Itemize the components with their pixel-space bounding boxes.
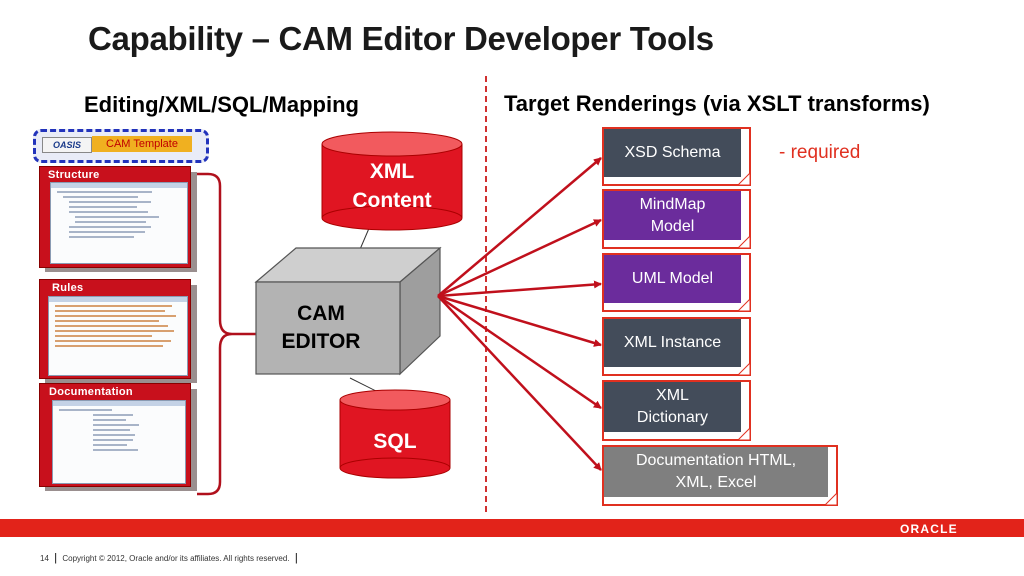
xml-content-cylinder (321, 131, 463, 231)
documentation-screenshot (52, 400, 186, 484)
rendering-xsd-label: XSD Schema (624, 144, 721, 161)
documentation-label: Documentation (49, 386, 133, 398)
sql-label: SQL (373, 430, 417, 453)
left-heading: Editing/XML/SQL/Mapping (84, 92, 359, 117)
frame-xsd (602, 127, 751, 186)
arrow-mindmap (437, 218, 602, 298)
slide-title: Capability – CAM Editor Developer Tools (88, 20, 714, 57)
rendering-xsd-schema: XSD Schema (604, 129, 741, 177)
rendering-xml-dictionary: XML Dictionary (604, 382, 741, 432)
cam-editor-line1: CAM (297, 302, 345, 325)
copyright: Copyright © 2012, Oracle and/or its affi… (62, 554, 290, 563)
footer-text: 14 | Copyright © 2012, Oracle and/or its… (40, 552, 298, 564)
rendering-xml-instance-label: XML Instance (623, 334, 722, 351)
folded-corners (736, 171, 838, 506)
cam-editor-label: CAM EDITOR (256, 300, 386, 356)
rules-label: Rules (52, 282, 84, 294)
arrow-xml-instance (437, 294, 602, 347)
rendering-documentation: Documentation HTML, XML, Excel (604, 447, 828, 497)
cam-editor-cube (254, 246, 442, 376)
panels-bracket (197, 172, 262, 496)
rendering-mindmap-model: MindMap Model (604, 191, 741, 240)
rendering-mindmap-line2: Model (650, 217, 695, 235)
section-divider (485, 76, 487, 512)
structure-panel: Structure (39, 166, 191, 268)
rendering-documentation-line1: Documentation HTML, (635, 452, 797, 469)
xml-content-line1: XML (369, 160, 415, 183)
cam-template-label: CAM Template (92, 136, 192, 152)
cube-front (255, 281, 401, 375)
structure-screenshot (50, 182, 188, 264)
rendering-uml-model: UML Model (604, 255, 741, 303)
required-legend: - required (779, 142, 861, 163)
rendering-uml-label: UML Model (631, 270, 714, 287)
rendering-box-frames (602, 127, 838, 506)
sql-cylinder (339, 389, 451, 479)
rules-panel: Rules (39, 279, 191, 379)
rendering-dictionary-line1: XML (656, 387, 689, 404)
documentation-panel: Documentation (39, 383, 191, 487)
rendering-documentation-line2: XML, Excel (675, 474, 757, 491)
footer-separator-end: | (291, 552, 298, 564)
frame-dictionary (602, 380, 751, 441)
oasis-logo: OASIS (42, 137, 92, 153)
structure-label: Structure (48, 169, 100, 181)
rendering-mindmap-line1: MindMap (639, 195, 706, 213)
rendering-arrows (437, 157, 602, 471)
arrow-documentation (437, 295, 602, 471)
right-heading: Target Renderings (via XSLT transforms) (504, 91, 930, 116)
frame-mindmap (602, 189, 751, 249)
footer-separator: | (51, 552, 61, 564)
arrow-dictionary (437, 294, 602, 410)
oracle-logo: ORACLE (900, 522, 958, 536)
xml-content-label: XML Content (322, 157, 462, 215)
frame-uml (602, 253, 751, 312)
arrow-uml (437, 280, 602, 298)
page-number: 14 (40, 554, 49, 563)
rules-screenshot (48, 296, 188, 376)
rendering-xml-instance: XML Instance (604, 319, 741, 367)
arrow-xsd (437, 157, 602, 297)
xml-content-line2: Content (352, 189, 432, 212)
rendering-dictionary-line2: Dictionary (636, 409, 709, 426)
footer-red-bar (0, 519, 1024, 537)
frame-documentation (602, 445, 838, 506)
cam-editor-line2: EDITOR (281, 330, 361, 353)
frame-xml-instance (602, 317, 751, 376)
